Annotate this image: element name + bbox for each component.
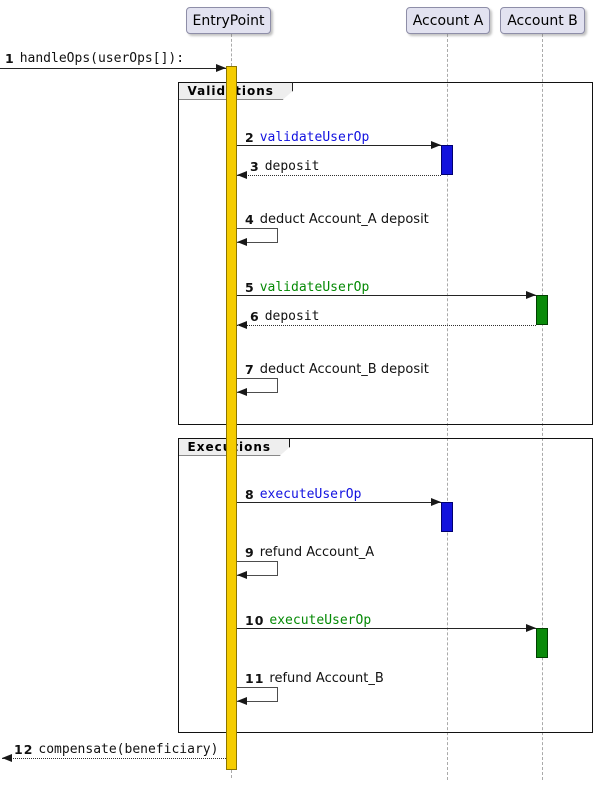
arrowhead-left <box>2 753 12 762</box>
arrowhead-right <box>216 63 226 72</box>
lifeline-entrypoint-top <box>231 34 232 66</box>
message-1-label: 1 handleOps(userOps[]): <box>5 51 185 66</box>
message-6-arrow <box>237 325 536 326</box>
message-9-label: 9 refund Account_A <box>245 545 375 560</box>
message-12-label: 12 compensate(beneficiary) <box>14 742 219 757</box>
message-11-selfloop <box>237 687 278 702</box>
arrowhead-left <box>237 238 247 246</box>
message-4-selfloop <box>237 228 278 243</box>
arrowhead-right <box>526 290 536 299</box>
message-6-label: 6 deposit <box>250 309 320 324</box>
message-2-label: 2 validateUserOp <box>245 130 370 145</box>
arrowhead-left <box>237 388 247 396</box>
message-7-selfloop <box>237 378 278 393</box>
arrowhead-right <box>526 623 536 632</box>
arrowhead-right <box>431 497 441 506</box>
activation-account-b-execute <box>536 628 548 658</box>
activation-entrypoint <box>226 66 237 770</box>
participant-entrypoint: EntryPoint <box>186 7 271 34</box>
arrowhead-right <box>431 140 441 149</box>
message-5-label: 5 validateUserOp <box>245 280 370 295</box>
participant-account-a: Account A <box>406 7 490 34</box>
message-3-label: 3 deposit <box>250 159 320 174</box>
arrowhead-left <box>237 571 247 579</box>
message-8-arrow <box>237 502 441 503</box>
message-1-arrow <box>0 68 226 69</box>
lifeline-account-b <box>542 34 543 780</box>
message-10-label: 10 executeUserOp <box>245 613 372 628</box>
participant-account-b: Account B <box>500 7 585 34</box>
activation-account-b-validate <box>536 295 548 325</box>
arrowhead-left <box>237 697 247 705</box>
lifeline-account-a <box>447 34 448 780</box>
message-7-label: 7 deduct Account_B deposit <box>245 362 429 377</box>
message-12-arrow <box>2 758 226 759</box>
message-5-arrow <box>237 295 536 296</box>
message-8-label: 8 executeUserOp <box>245 487 362 502</box>
message-4-label: 4 deduct Account_A deposit <box>245 212 429 227</box>
activation-account-a-execute <box>441 502 453 532</box>
arrowhead-left <box>237 170 247 179</box>
message-10-arrow <box>237 628 536 629</box>
message-2-arrow <box>237 145 441 146</box>
activation-account-a-validate <box>441 145 453 175</box>
message-11-label: 11 refund Account_B <box>245 671 384 686</box>
arrowhead-left <box>237 320 247 329</box>
message-9-selfloop <box>237 561 278 576</box>
lifeline-entrypoint-bottom <box>231 770 232 778</box>
message-3-arrow <box>237 175 441 176</box>
